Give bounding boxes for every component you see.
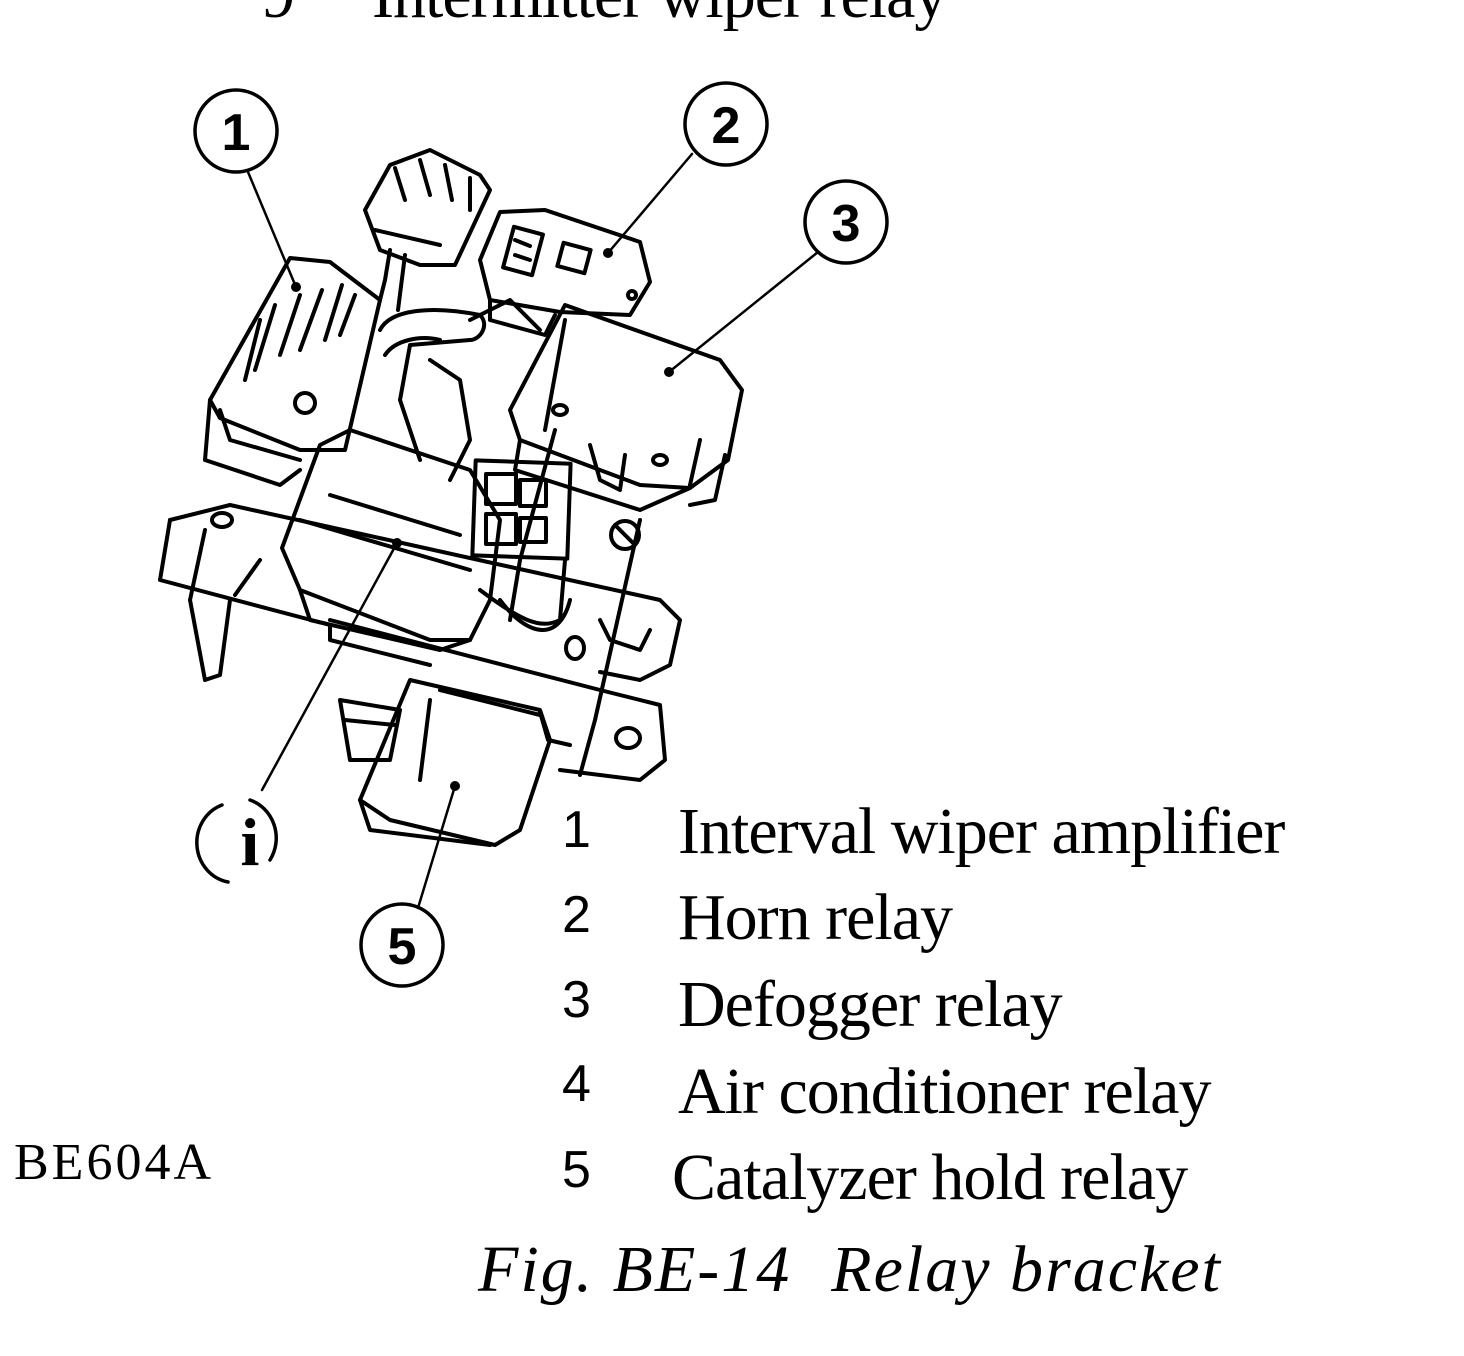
leader-1 — [246, 170, 298, 289]
legend-label-3: Defogger relay — [678, 968, 1063, 1041]
callout-circle-4 — [195, 803, 230, 884]
section-title: Intermitter wiper relay — [372, 0, 947, 32]
figure-title: Relay bracket — [831, 1233, 1222, 1306]
callout-3: 3 — [832, 195, 861, 253]
defogger-relay-body — [508, 303, 744, 512]
legend-label-5: Catalyzer hold relay — [672, 1141, 1188, 1214]
bracket-plate — [158, 503, 682, 782]
legend-number-2: 2 — [562, 886, 591, 944]
figure-number: Fig. BE-14 — [478, 1233, 792, 1306]
catalyzer-hold-relay-body — [338, 678, 552, 847]
callout-circles — [193, 81, 889, 988]
legend-label-1: Interval wiper amplifier — [678, 795, 1285, 868]
legend-label-2: Horn relay — [678, 881, 953, 954]
air-conditioner-relay-body — [280, 428, 573, 652]
callout-1: 1 — [222, 104, 251, 162]
figure-code: BE604A — [14, 1134, 214, 1191]
leader-2 — [606, 152, 694, 255]
interval-wiper-amplifier-body — [203, 256, 382, 487]
bracket-arm — [508, 428, 642, 777]
horn-relay-body — [478, 208, 652, 337]
callout-5: 5 — [388, 918, 417, 976]
legend-label-4: Air conditioner relay — [678, 1055, 1211, 1128]
legend-number-1: 1 — [562, 801, 591, 859]
callout-circle-1 — [193, 88, 279, 174]
section-number: 9 — [262, 0, 372, 34]
leader-lines — [246, 152, 820, 910]
callout-circle-2 — [683, 81, 769, 167]
legend-number-5: 5 — [562, 1141, 591, 1199]
section-heading: 9Intermitter wiper relay — [262, 0, 947, 34]
top-connector — [363, 148, 492, 312]
leader-4 — [260, 541, 399, 792]
callout-4: i — [241, 804, 260, 880]
leader-5 — [416, 784, 457, 910]
legend-number-3: 3 — [562, 971, 591, 1029]
figure-caption: Fig. BE-14 Relay bracket — [478, 1232, 1222, 1308]
callout-2: 2 — [712, 97, 741, 155]
wire-harness — [378, 298, 572, 632]
callout-circle-3 — [803, 179, 889, 265]
callout-circle-5 — [359, 902, 445, 988]
leader-3 — [667, 250, 820, 374]
legend-number-4: 4 — [562, 1055, 591, 1113]
